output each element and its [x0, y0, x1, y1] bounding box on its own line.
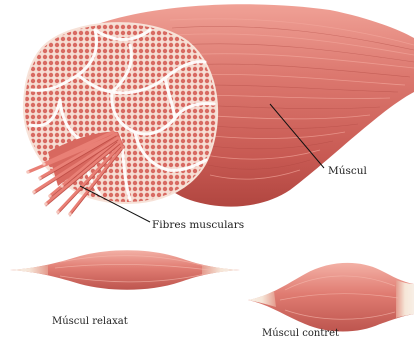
muscle-cross-section [24, 23, 217, 203]
label-muscle-fibers: Fibres musculars [152, 219, 244, 231]
relaxed-muscle [10, 250, 240, 290]
contracted-muscle [248, 263, 414, 332]
label-contracted-muscle: Múscul contret [262, 328, 339, 338]
label-relaxed-muscle: Múscul relaxat [52, 316, 128, 327]
label-muscle: Múscul [328, 165, 368, 177]
